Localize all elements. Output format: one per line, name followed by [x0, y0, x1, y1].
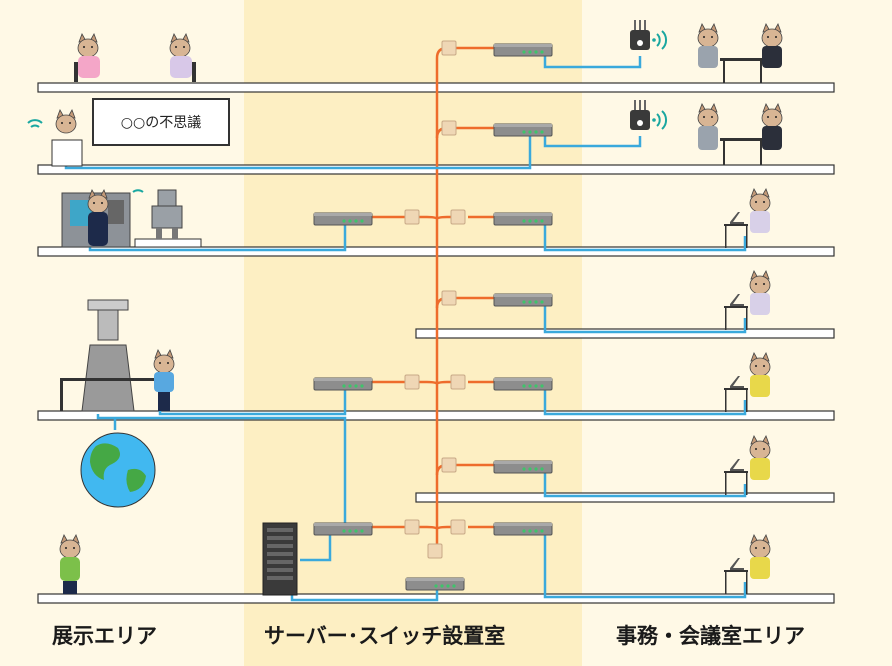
office-desk-workers — [724, 188, 771, 594]
terminal-machine-icon — [61, 189, 131, 248]
meeting-room-second — [697, 103, 783, 165]
network-switch-icon — [313, 43, 553, 591]
exhibit-sign: ○○の不思議 — [92, 98, 230, 146]
visitors-seated — [74, 33, 196, 82]
globe-icon — [80, 432, 156, 508]
meeting-room-top — [697, 23, 783, 83]
fiber-backbone — [372, 46, 494, 552]
exhibition-area-label: 展示エリア — [52, 624, 157, 648]
office-area-label: 事務・会議室エリア — [616, 624, 805, 648]
kiosk-terminal-icon — [27, 109, 83, 167]
server-rack-icon — [262, 522, 298, 596]
robot-icon — [132, 189, 202, 248]
person-icon — [59, 534, 81, 594]
wifi-access-point-icon — [629, 19, 668, 131]
media-converter-icon — [404, 40, 466, 559]
server-room-label: サーバー･スイッチ設置室 — [264, 624, 506, 648]
exhibit-sign-text: ○○の不思議 — [120, 115, 202, 131]
rocket-engine-icon — [60, 299, 175, 412]
